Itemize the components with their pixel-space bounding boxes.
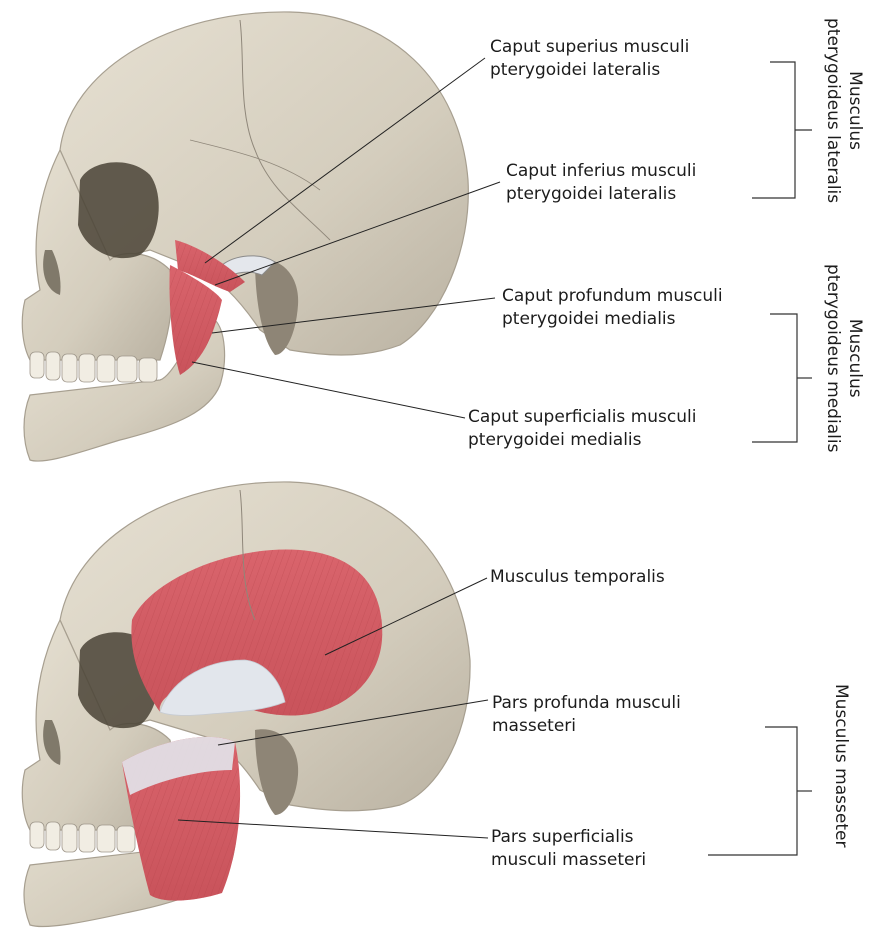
group-pterygoideus-lateralis-line2: pterygoideus lateralis xyxy=(822,18,844,203)
group-masseter: Musculus masseter xyxy=(830,684,852,847)
label-pars-superficialis: Pars superficialis musculi masseteri xyxy=(491,826,646,872)
label-temporalis: Musculus temporalis xyxy=(490,566,665,589)
bottom-skull xyxy=(22,482,470,927)
label-caput-superficialis: Caput superficialis musculi pterygoidei … xyxy=(468,406,696,452)
bracket-medial xyxy=(752,314,797,442)
label-caput-inferius: Caput inferius musculi pterygoidei later… xyxy=(506,160,696,206)
group-pterygoideus-medialis-line1: Musculus xyxy=(844,264,866,452)
group-pterygoideus-medialis: Musculus pterygoideus medialis xyxy=(822,264,866,452)
label-caput-inferius-line2: pterygoidei lateralis xyxy=(506,183,696,206)
label-caput-profundum: Caput profundum musculi pterygoidei medi… xyxy=(502,285,723,331)
label-caput-profundum-line2: pterygoidei medialis xyxy=(502,308,723,331)
group-pterygoideus-medialis-line2: pterygoideus medialis xyxy=(822,264,844,452)
label-caput-superius-line1: Caput superius musculi xyxy=(490,36,689,59)
label-caput-superficialis-line1: Caput superficialis musculi xyxy=(468,406,696,429)
label-pars-profunda: Pars profunda musculi masseteri xyxy=(492,692,681,738)
brackets xyxy=(708,62,812,855)
group-pterygoideus-lateralis: Musculus pterygoideus lateralis xyxy=(822,18,866,203)
leader-caput-superficialis xyxy=(192,362,465,418)
group-pterygoideus-lateralis-line1: Musculus xyxy=(844,18,866,203)
top-orbit xyxy=(78,162,159,258)
label-pars-profunda-line2: masseteri xyxy=(492,715,681,738)
top-skull xyxy=(22,12,468,461)
label-pars-superficialis-line2: musculi masseteri xyxy=(491,849,646,872)
label-pars-superficialis-line1: Pars superficialis xyxy=(491,826,646,849)
bracket-masseter xyxy=(708,727,797,855)
label-caput-profundum-line1: Caput profundum musculi xyxy=(502,285,723,308)
label-pars-profunda-line1: Pars profunda musculi xyxy=(492,692,681,715)
label-caput-superius-line2: pterygoidei lateralis xyxy=(490,59,689,82)
label-temporalis-line1: Musculus temporalis xyxy=(490,566,665,589)
label-caput-inferius-line1: Caput inferius musculi xyxy=(506,160,696,183)
group-masseter-line1: Musculus masseter xyxy=(830,684,852,847)
label-caput-superficialis-line2: pterygoidei medialis xyxy=(468,429,696,452)
label-caput-superius: Caput superius musculi pterygoidei later… xyxy=(490,36,689,82)
bracket-lateral xyxy=(752,62,795,198)
bottom-teeth xyxy=(30,822,135,852)
